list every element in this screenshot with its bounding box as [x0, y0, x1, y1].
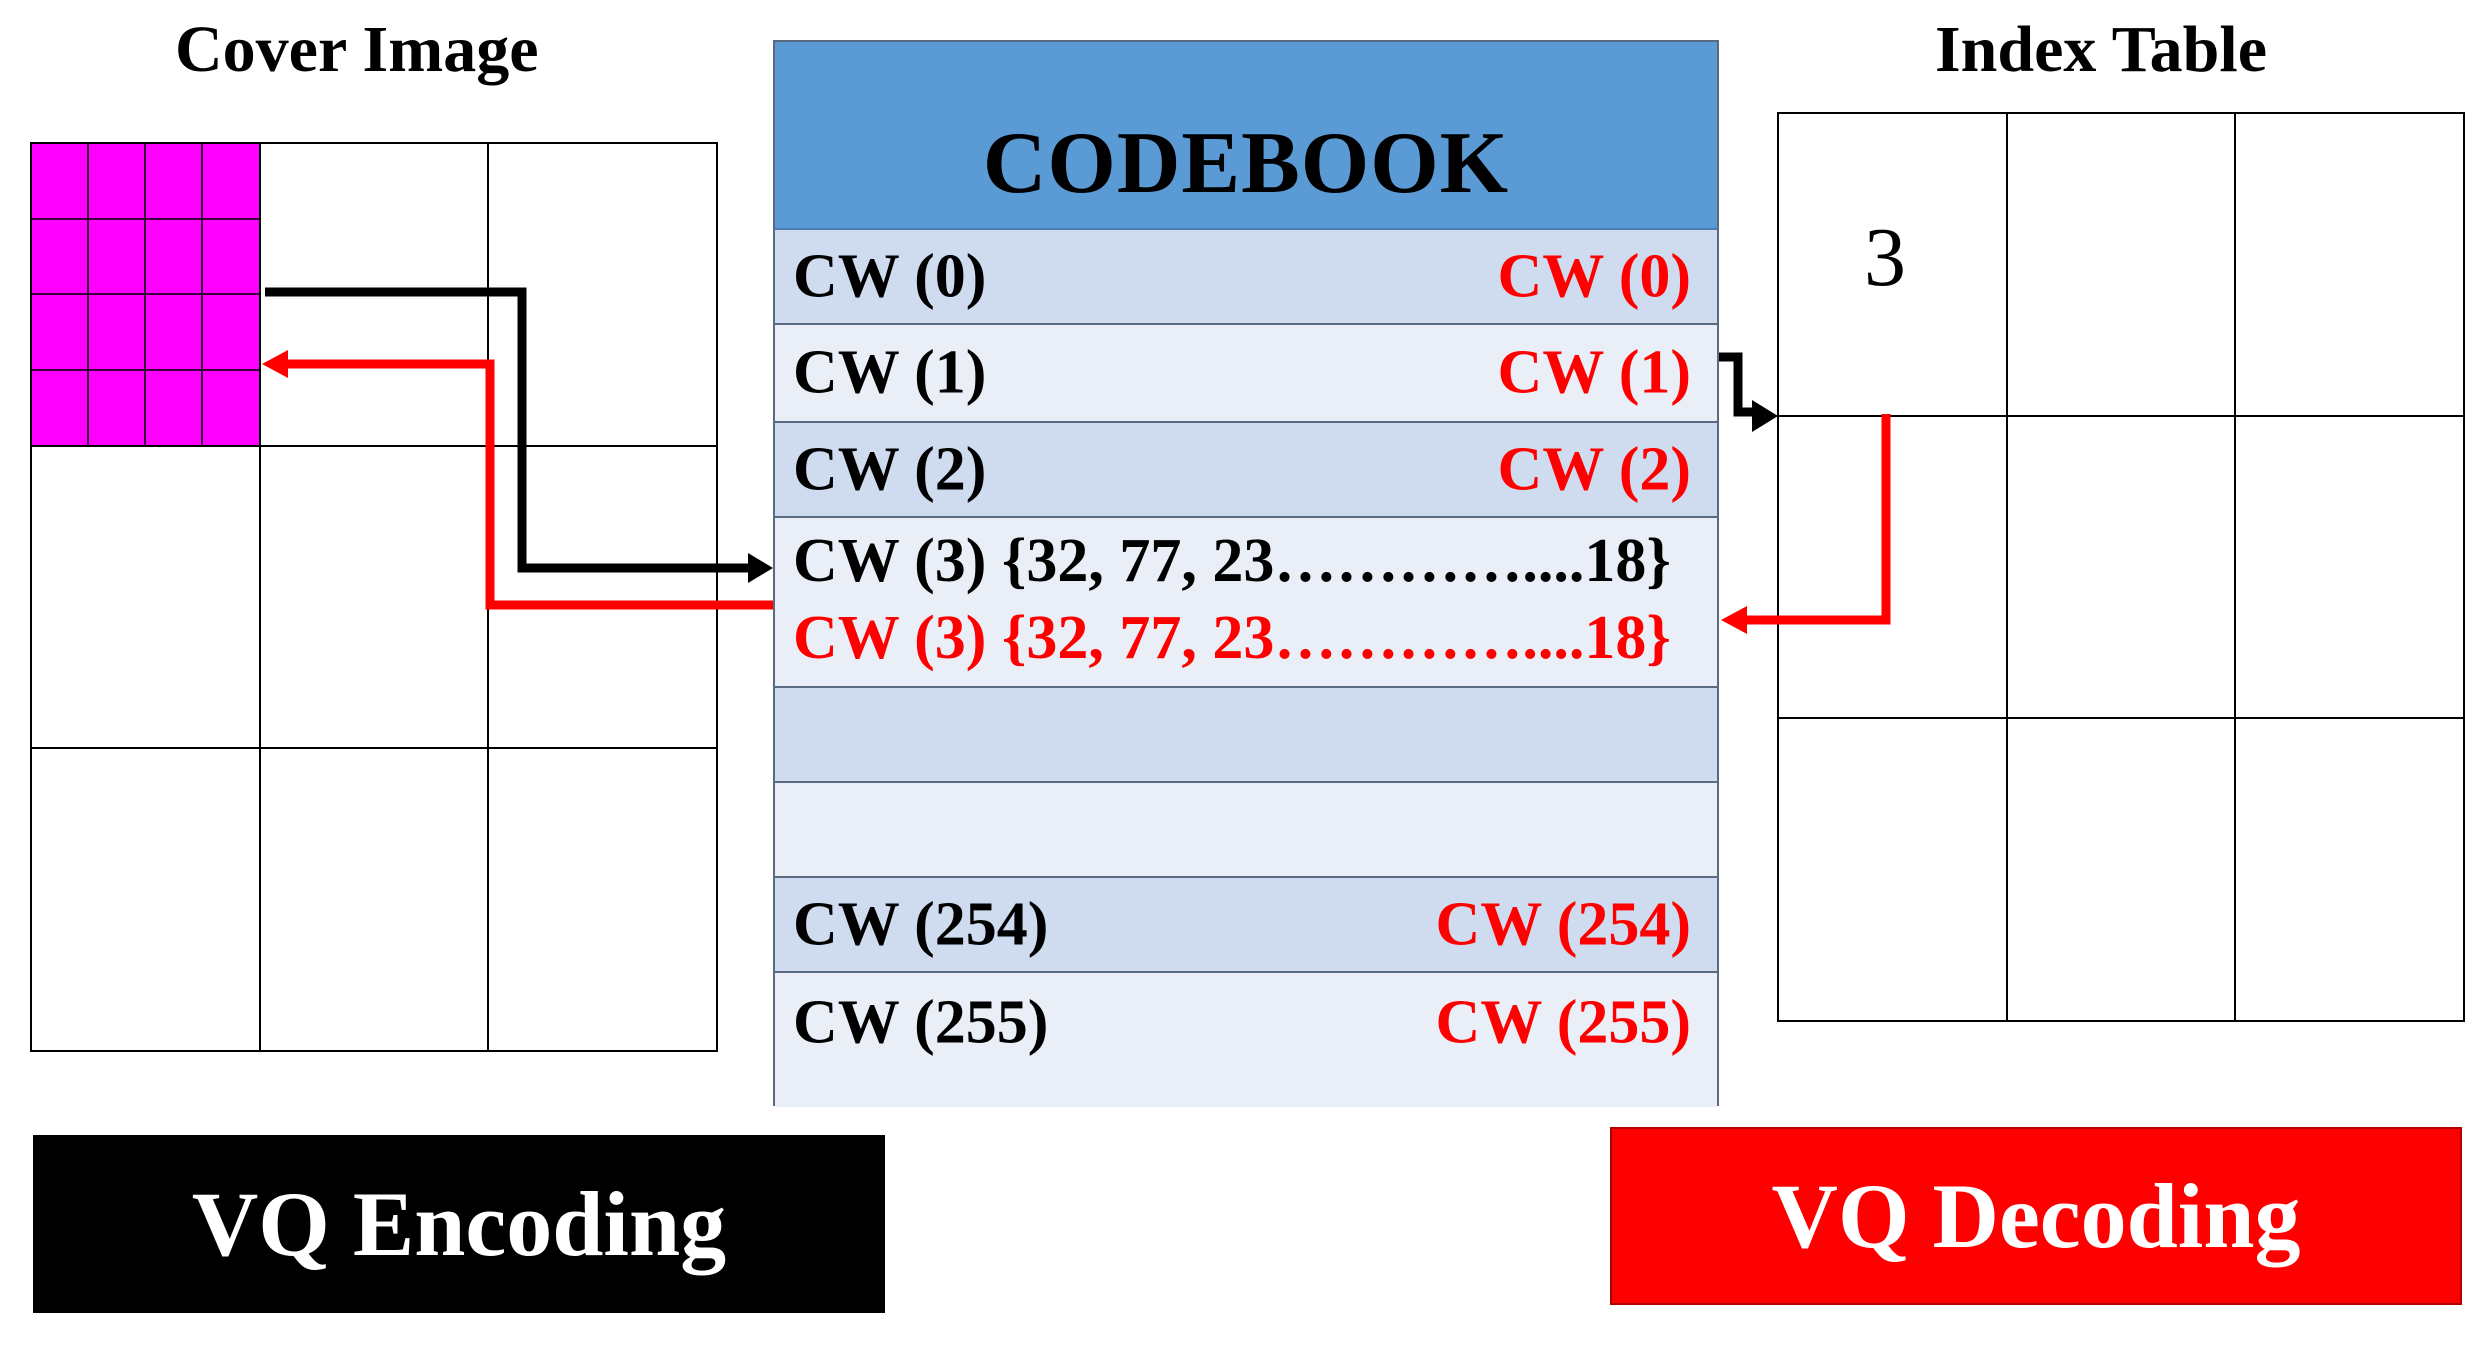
cover-block: [32, 749, 259, 1050]
codeword-label: CW (0): [793, 242, 987, 310]
codeword-row-empty: [775, 783, 1717, 878]
codeword-label-decoded: CW (0): [1497, 242, 1691, 310]
codeword-decoded: CW (3) {32, 77, 23…………....18}: [793, 604, 1671, 672]
index-cell: 3: [1779, 114, 2006, 415]
codeword-label-decoded: CW (255): [1435, 988, 1691, 1057]
index-cell: [1779, 416, 2006, 718]
index-cell: [2007, 416, 2235, 718]
cover-block: [489, 749, 716, 1050]
index-cell: [2236, 719, 2463, 1020]
cover-block: [260, 446, 488, 748]
index-table-grid: 3: [1777, 112, 2465, 1022]
vq-encoding-badge: VQ Encoding: [33, 1135, 885, 1313]
index-lookup-arrow: [1745, 414, 1891, 625]
codeword-row: CW (254) CW (254): [775, 878, 1717, 973]
codeword-label: CW (254): [793, 890, 1049, 958]
index-cell: [2007, 719, 2235, 1020]
codeword-label: CW (2): [793, 435, 987, 503]
codebook: CODEBOOK CW (0) CW (0) CW (1) CW (1) CW …: [773, 40, 1719, 1107]
vq-encoding-label: VQ Encoding: [191, 1173, 727, 1275]
codeword-row-selected: CW (3) {32, 77, 23…………....18} CW (3) {32…: [775, 518, 1717, 688]
codeword-row: CW (2) CW (2): [775, 423, 1717, 518]
cover-image-title: Cover Image: [175, 13, 539, 86]
encoding-arrow-head: [748, 553, 773, 583]
decoding-arrow-head: [262, 350, 288, 378]
decoding-arrow: [285, 359, 773, 610]
codebook-title: CODEBOOK: [982, 115, 1510, 212]
index-table-title: Index Table: [1935, 13, 2267, 86]
index-lookup-arrow-head: [1721, 606, 1747, 634]
vq-decoding-badge: VQ Decoding: [1610, 1127, 2462, 1305]
codeword-row-empty: [775, 688, 1717, 783]
codeword-label-decoded: CW (254): [1435, 890, 1691, 958]
encoding-arrow: [265, 287, 750, 573]
index-cell: [2236, 114, 2463, 415]
vq-decoding-label: VQ Decoding: [1771, 1165, 2301, 1267]
codeword-row: CW (255) CW (255): [775, 973, 1717, 1107]
cover-block: [260, 749, 488, 1050]
cover-block: [489, 446, 716, 748]
index-cell: [2236, 416, 2463, 718]
cover-block: [32, 144, 259, 445]
codeword-row: CW (0) CW (0): [775, 230, 1717, 325]
index-arrow: [1719, 352, 1755, 417]
pixel-block: [32, 144, 259, 445]
index-value: 3: [1864, 211, 1906, 304]
codebook-header: CODEBOOK: [775, 42, 1717, 230]
cover-image-grid: [30, 142, 718, 1052]
index-cell: [2007, 114, 2235, 415]
codeword-label-decoded: CW (2): [1497, 435, 1691, 503]
index-cell: [1779, 719, 2006, 1020]
codeword-label: CW (1): [793, 338, 987, 407]
cover-block: [32, 446, 259, 748]
cover-block: [489, 144, 716, 445]
codeword-encoded: CW (3) {32, 77, 23…………....18}: [793, 527, 1671, 595]
codeword-label: CW (255): [793, 988, 1049, 1057]
codeword-row: CW (1) CW (1): [775, 325, 1717, 423]
index-arrow-head: [1752, 400, 1778, 432]
codeword-label-decoded: CW (1): [1497, 338, 1691, 407]
